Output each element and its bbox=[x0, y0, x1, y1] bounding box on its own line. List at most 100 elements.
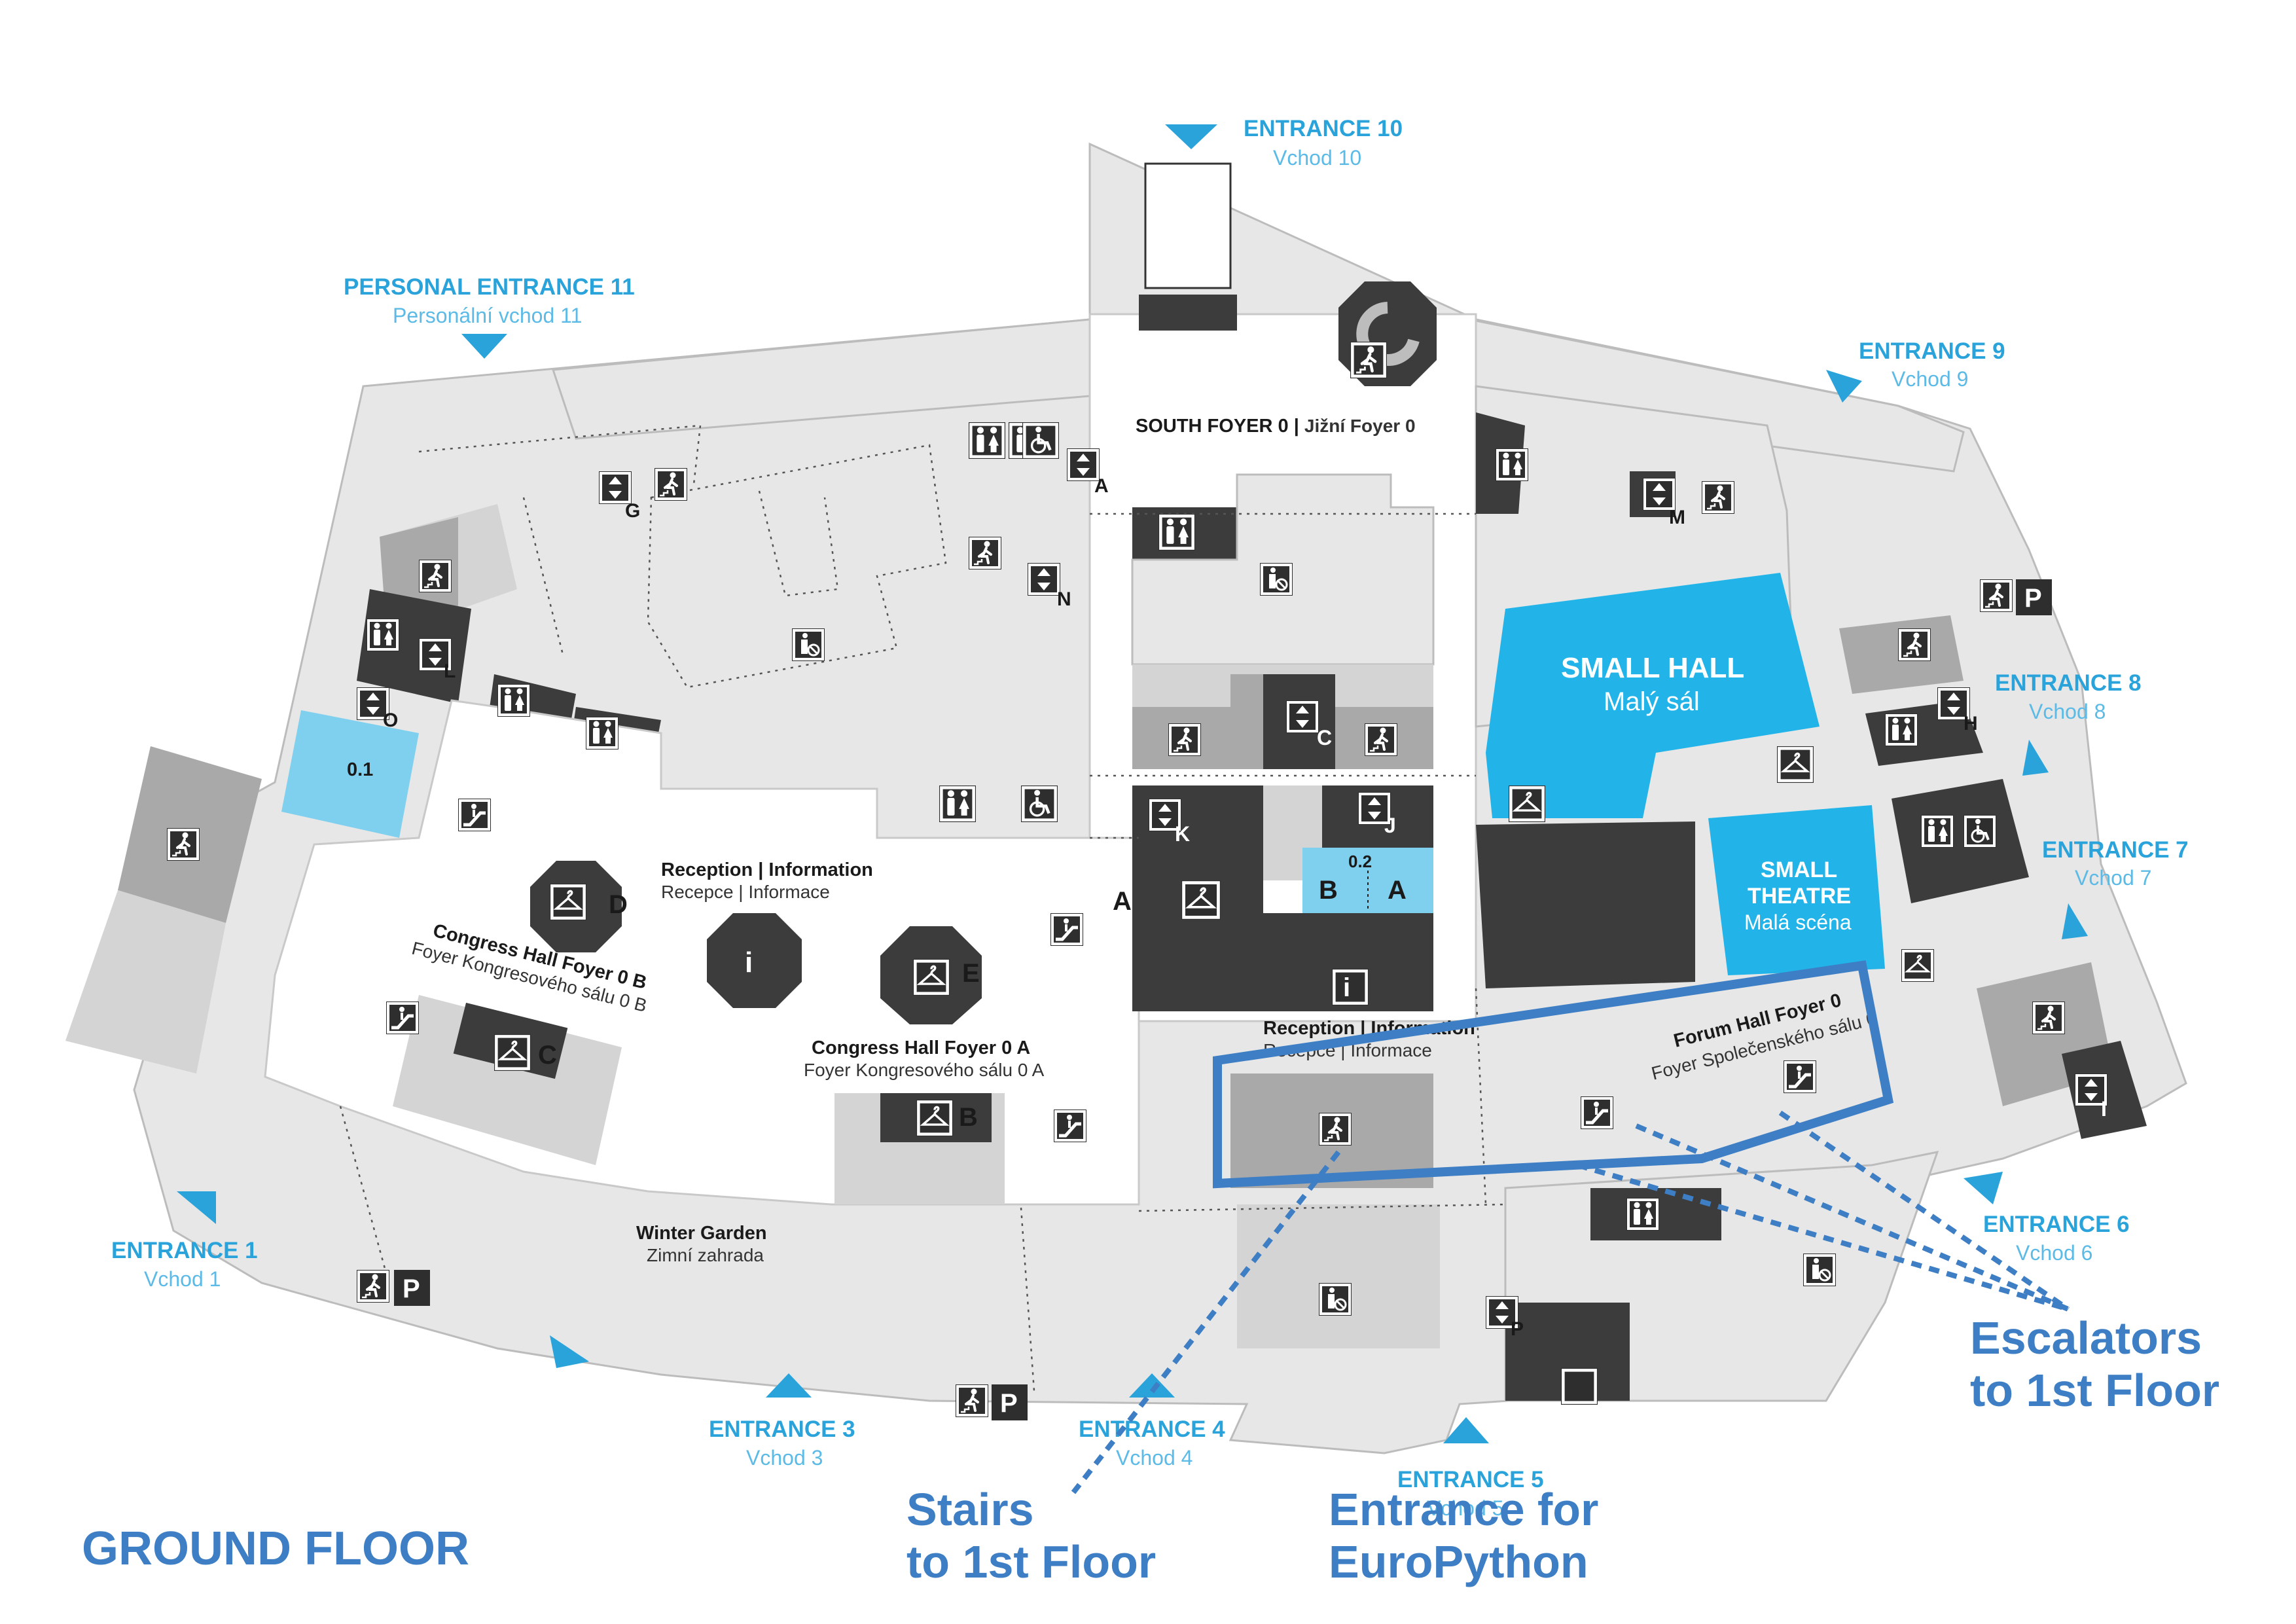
parking-symbol: P bbox=[403, 1274, 420, 1303]
cloakroom-icon bbox=[1901, 949, 1934, 982]
escalator-icon bbox=[1784, 1060, 1816, 1093]
small-hall-title: SMALL HALL bbox=[1561, 652, 1744, 684]
cloakroom-icon bbox=[550, 884, 586, 920]
elevator-i-label: I bbox=[2101, 1097, 2107, 1121]
entrance-4-sub: Vchod 4 bbox=[1116, 1446, 1193, 1470]
entrance-8-sub: Vchod 8 bbox=[2029, 700, 2106, 723]
toilets-icon bbox=[1496, 448, 1528, 481]
cloakroom-icon bbox=[913, 959, 950, 996]
wheelchair-icon bbox=[1964, 815, 1996, 848]
small-theatre-sub: Malá scéna bbox=[1744, 911, 1852, 934]
europython-annotation-line2: EuroPython bbox=[1329, 1536, 1588, 1587]
toilets-icon bbox=[939, 785, 976, 822]
parking-symbol: P bbox=[1000, 1389, 1018, 1418]
wheelchair-icon bbox=[1022, 422, 1059, 459]
entrance-10-door bbox=[1139, 295, 1237, 331]
stairs-icon bbox=[167, 828, 200, 861]
entrance-10-sub: Vchod 10 bbox=[1273, 146, 1361, 170]
small-theatre-title-2: THEATRE bbox=[1748, 884, 1851, 909]
entrance-9-sub: Vchod 9 bbox=[1892, 367, 1968, 391]
reception-left-sub: Recepce | Informace bbox=[661, 882, 830, 902]
entrance-3-title: ENTRANCE 3 bbox=[709, 1416, 855, 1442]
entrance-5-title: ENTRANCE 5 bbox=[1397, 1467, 1544, 1492]
elevator-a-label: A bbox=[1094, 475, 1109, 497]
entrance-6-sub: Vchod 6 bbox=[2016, 1241, 2092, 1265]
stairs-icon bbox=[1898, 628, 1931, 661]
entrance-1-title: ENTRANCE 1 bbox=[111, 1238, 258, 1263]
reception-left-title: Reception | Information bbox=[661, 859, 873, 880]
stairs-icon bbox=[1168, 723, 1201, 756]
toilets-icon bbox=[586, 717, 619, 749]
stairs-annotation-line1: Stairs bbox=[906, 1484, 1034, 1535]
elevator-l-label: L bbox=[444, 660, 456, 682]
no-smoking-icon bbox=[792, 628, 825, 661]
cloakroom-icon bbox=[1181, 880, 1221, 920]
parking-symbol: P bbox=[2024, 584, 2042, 613]
no-smoking-icon bbox=[1260, 563, 1293, 596]
entrance-markers: ENTRANCE 10 Vchod 10 PERSONAL ENTRANCE 1… bbox=[111, 116, 2189, 1520]
cloak-a-label: A bbox=[1113, 887, 1132, 916]
no-smoking-icon bbox=[1803, 1254, 1836, 1286]
elevator-icon bbox=[599, 471, 632, 504]
stairs-icon bbox=[655, 468, 687, 501]
room-01-label: 0.1 bbox=[347, 759, 373, 780]
stairs-icon bbox=[1702, 481, 1734, 514]
escalator-icon bbox=[386, 1001, 419, 1034]
escalator-icon bbox=[1581, 1096, 1613, 1129]
stairs-icon bbox=[2032, 1001, 2065, 1034]
entrance-5-sub: Vchod 5 bbox=[1427, 1496, 1503, 1520]
stairs-icon bbox=[419, 560, 452, 592]
europython-entrance-highlight bbox=[1213, 960, 1894, 1189]
congress-a-sub: Foyer Kongresového sálu 0 A bbox=[804, 1060, 1045, 1080]
stairs-icon bbox=[1350, 342, 1387, 378]
south-foyer-title: SOUTH FOYER 0 | Jižní Foyer 0 bbox=[1136, 416, 1416, 437]
room-02-b-label: B bbox=[1319, 876, 1338, 905]
cloak-b-label: B bbox=[959, 1103, 978, 1132]
elevator-g-label: G bbox=[625, 500, 640, 522]
stairs-icon bbox=[357, 1270, 389, 1303]
entrance-6-title: ENTRANCE 6 bbox=[1983, 1212, 2130, 1237]
stairs-icon bbox=[1319, 1113, 1352, 1146]
cloakroom-icon bbox=[1777, 746, 1814, 783]
entrance-1-sub: Vchod 1 bbox=[144, 1267, 221, 1291]
dotted-divisions bbox=[339, 513, 1506, 1392]
elevator-icon bbox=[1643, 478, 1676, 511]
congress-a-title: Congress Hall Foyer 0 A bbox=[812, 1038, 1030, 1058]
stairs-icon bbox=[969, 537, 1001, 569]
stairs-icon bbox=[1365, 723, 1397, 756]
entrance-10-title: ENTRANCE 10 bbox=[1244, 116, 1403, 141]
info-symbol: i bbox=[745, 947, 753, 979]
cloak-e-label: E bbox=[962, 959, 980, 988]
elevator-h-label: H bbox=[1964, 713, 1978, 734]
elevator-n-label: N bbox=[1057, 588, 1071, 610]
toilets-icon bbox=[969, 422, 1005, 459]
escalators-annotation-line2: to 1st Floor bbox=[1970, 1365, 2219, 1416]
annotation-leader-lines bbox=[1071, 1110, 2070, 1494]
entrance-11-title: PERSONAL ENTRANCE 11 bbox=[344, 274, 635, 300]
wheelchair-icon bbox=[1021, 785, 1058, 822]
entrance-7-sub: Vchod 7 bbox=[2075, 866, 2151, 890]
info-symbol-2: i bbox=[1343, 973, 1350, 1002]
stairs-icon bbox=[1980, 579, 2013, 612]
elevator-icon bbox=[1028, 563, 1060, 596]
cloak-c-label: C bbox=[538, 1041, 557, 1070]
winter-garden-title: Winter Garden bbox=[636, 1223, 767, 1244]
small-hall-sub: Malý sál bbox=[1604, 687, 1700, 716]
escalator-icon bbox=[1054, 1110, 1086, 1142]
central-block bbox=[1131, 473, 1435, 1011]
entrance-3-sub: Vchod 3 bbox=[746, 1446, 823, 1470]
entrance-9-title: ENTRANCE 9 bbox=[1859, 338, 2005, 364]
escalator-icon bbox=[458, 799, 491, 831]
elevator-p-label: P bbox=[1511, 1318, 1524, 1340]
escalators-annotation-line1: Escalators bbox=[1970, 1312, 2202, 1363]
entrance-8-title: ENTRANCE 8 bbox=[1995, 670, 2142, 696]
floor-label: GROUND FLOOR bbox=[82, 1523, 469, 1575]
elevator-c-label: C bbox=[1317, 726, 1332, 749]
elevator-m-label: M bbox=[1669, 507, 1685, 528]
elevator-j-label: J bbox=[1384, 814, 1396, 837]
ticket-icon bbox=[1561, 1368, 1598, 1405]
entrance-10-tower bbox=[1144, 162, 1232, 289]
toilets-icon bbox=[497, 684, 530, 717]
room-02-a-label: A bbox=[1388, 876, 1407, 905]
